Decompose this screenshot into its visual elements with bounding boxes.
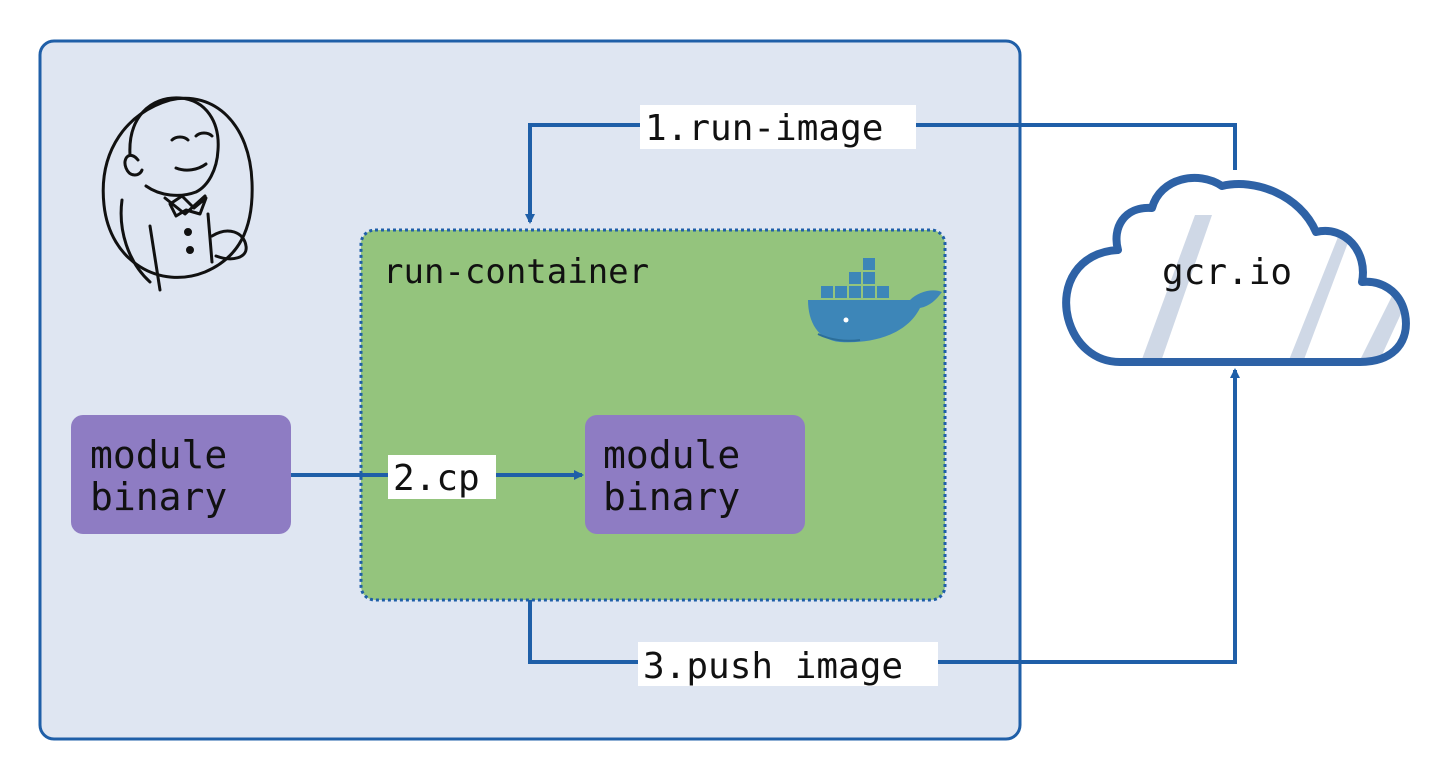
docker-whale-icon — [808, 258, 942, 343]
run-container-label: run-container — [383, 252, 649, 292]
registry-label: gcr.io — [1162, 252, 1292, 293]
cp-arrow: 2.cp — [291, 455, 584, 499]
cp-label: 2.cp — [393, 458, 480, 499]
target-module-line1: module — [603, 433, 740, 477]
jenkins-butler-icon — [101, 96, 254, 292]
run-image-label: 1.run-image — [645, 108, 883, 149]
target-module-line2: binary — [603, 475, 740, 519]
push-image-label: 3.push image — [643, 646, 903, 687]
push-image-arrow: 3.push image — [528, 368, 1240, 687]
target-module-binary: module binary — [585, 415, 805, 534]
source-module-line1: module — [90, 433, 227, 477]
run-image-arrow: 1.run-image — [525, 105, 1237, 224]
source-module-line2: binary — [90, 475, 227, 519]
cloud-icon: gcr.io — [1062, 174, 1410, 366]
source-module-binary: module binary — [71, 415, 291, 534]
